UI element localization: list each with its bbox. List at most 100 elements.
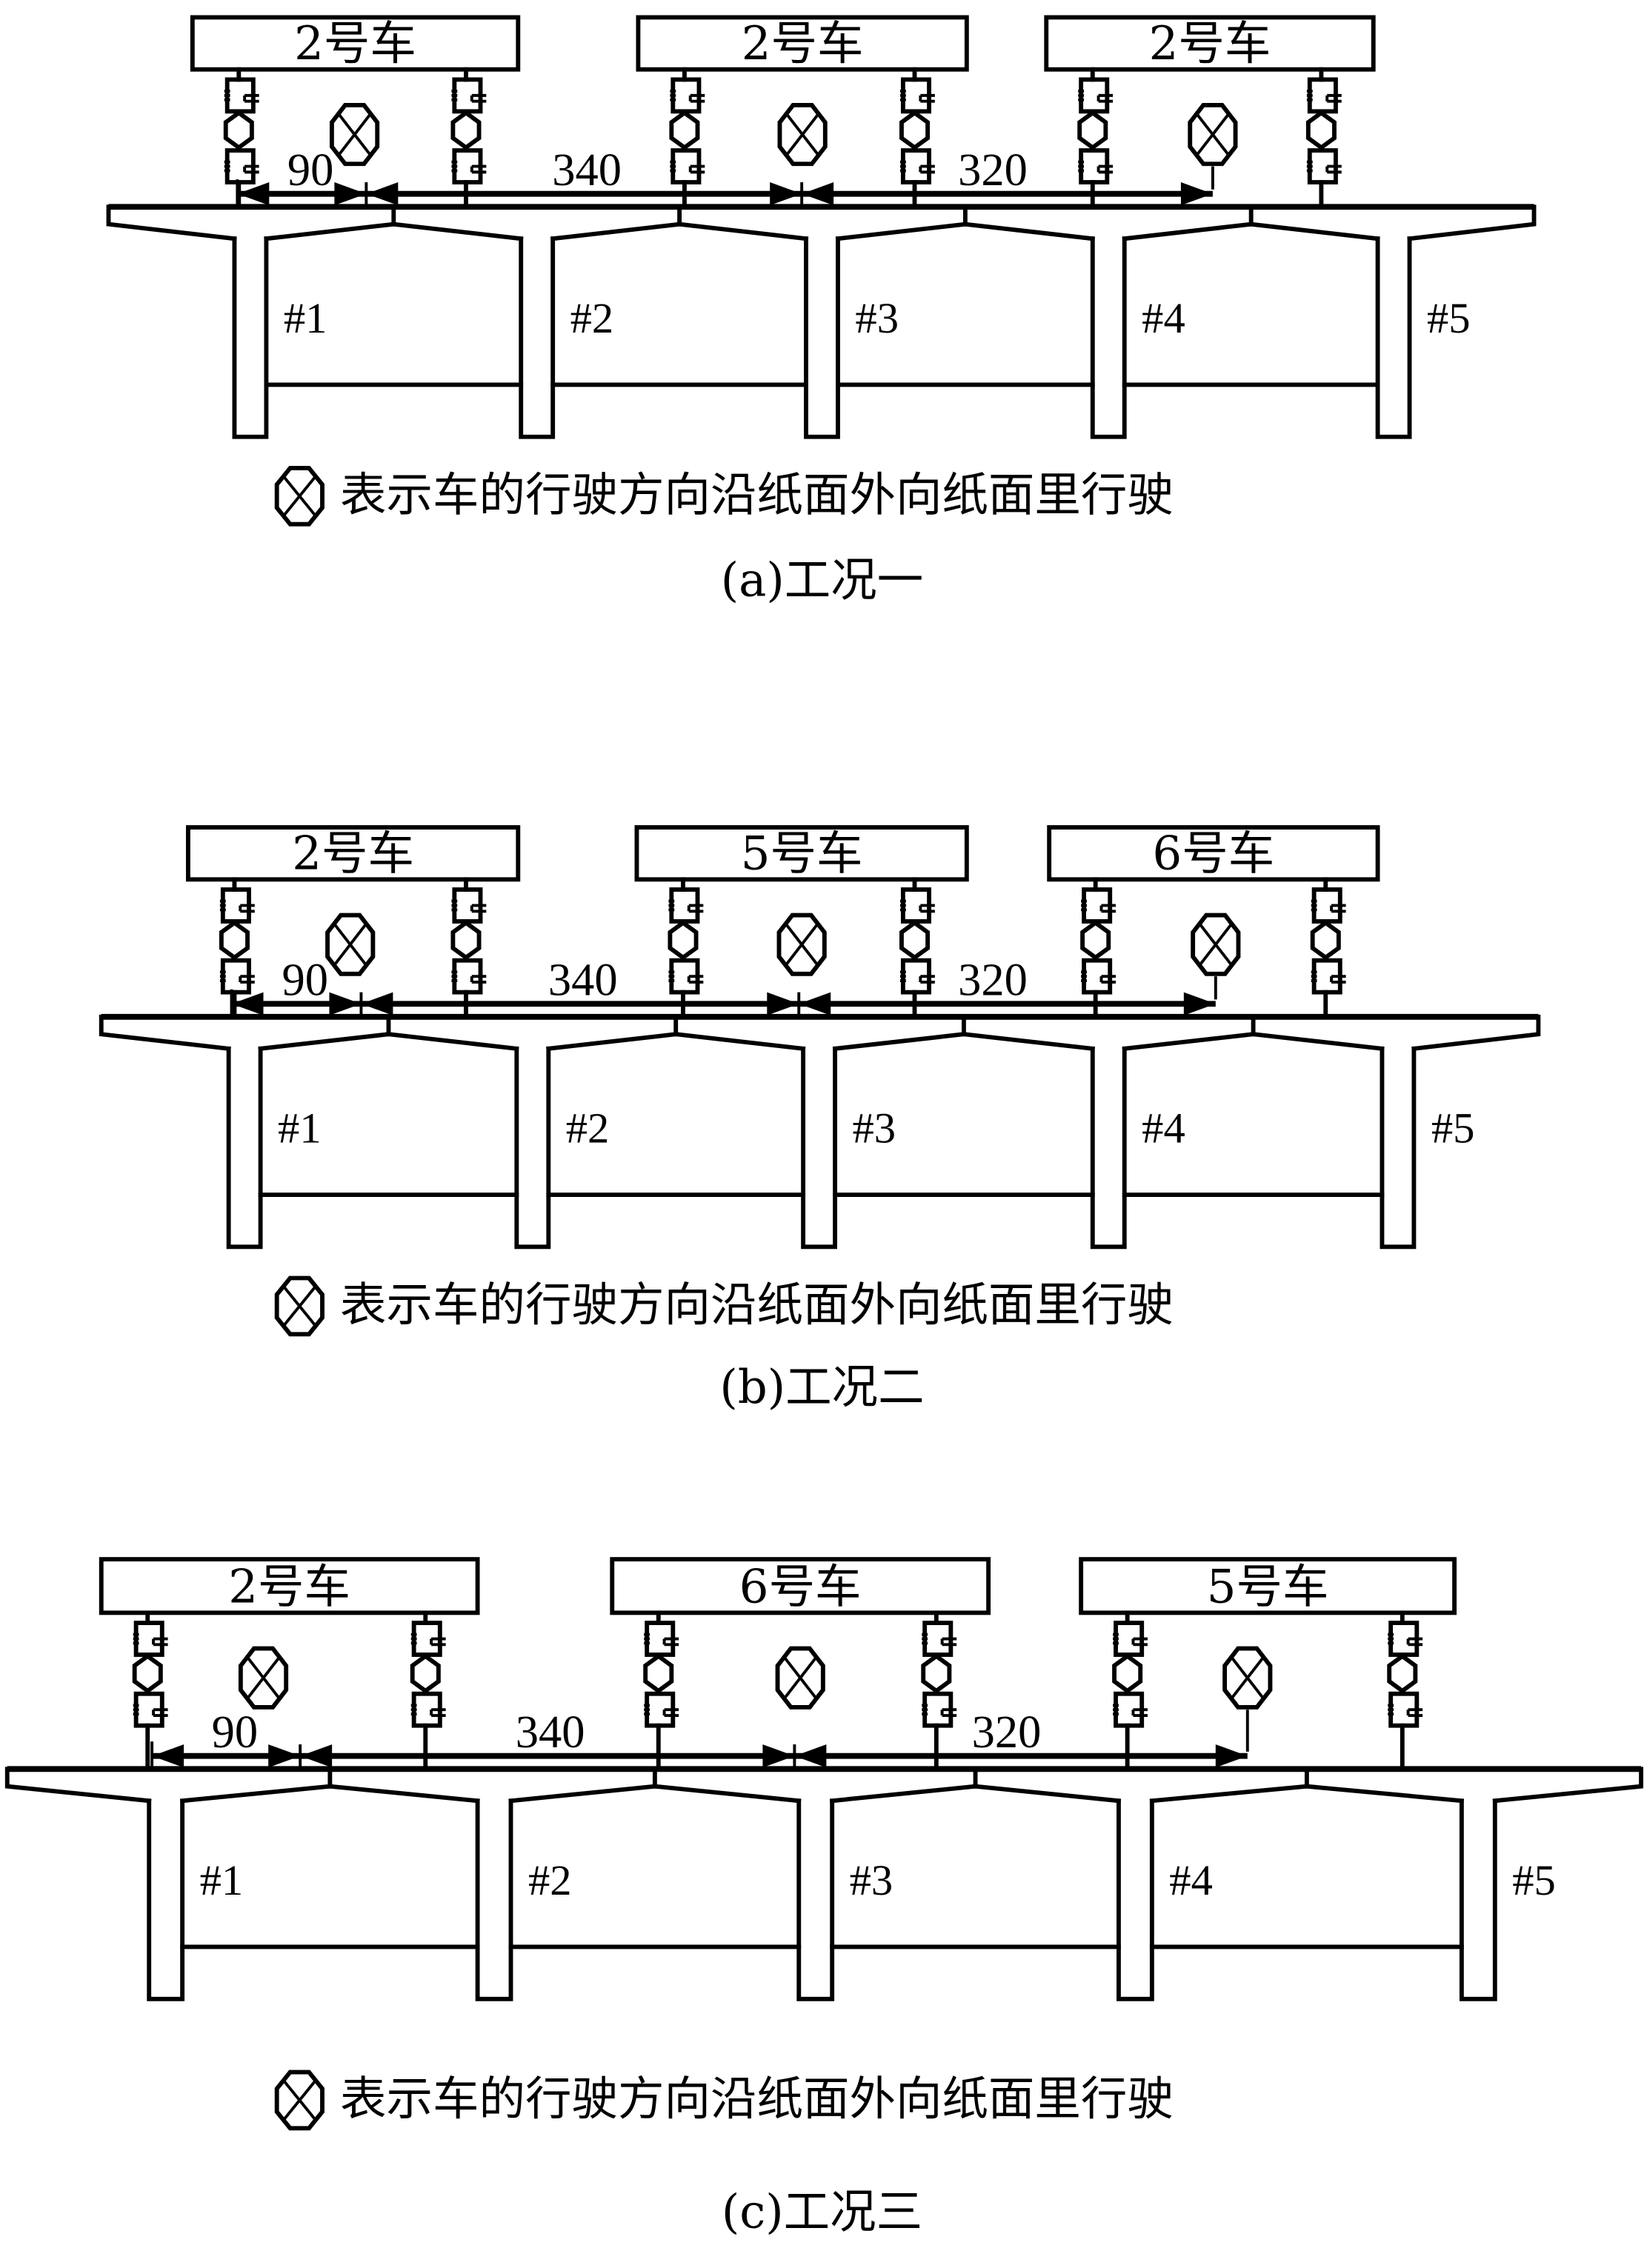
direction-into-page-icon <box>1188 103 1238 167</box>
arrowhead-right <box>1215 1744 1248 1768</box>
octagon-outline <box>1188 103 1238 167</box>
arrowhead-right <box>1183 992 1216 1015</box>
spring-coil <box>1311 979 1317 982</box>
spring-coil <box>670 169 676 173</box>
damper-symbol <box>470 90 487 104</box>
wheel-mass-icon <box>219 920 250 961</box>
damper-symbol <box>430 1632 446 1648</box>
wheel-mass-icon <box>223 110 254 150</box>
vehicle: 6号车 <box>610 1557 991 1772</box>
direction-into-page-icon <box>1222 1646 1273 1710</box>
legend: 表示车的行驶方向沿纸面外向纸面里行驶 <box>274 465 1174 527</box>
legend: 表示车的行驶方向沿纸面外向纸面里行驶 <box>274 1275 1174 1337</box>
damper-symbol <box>1330 970 1346 985</box>
vehicle-label: 2号车 <box>742 16 864 70</box>
damper-symbol <box>919 160 935 176</box>
wheel-mass-icon <box>1310 920 1341 961</box>
damper-symbol <box>1096 160 1114 176</box>
girder-label: #5 <box>1431 1104 1475 1153</box>
vehicle-body <box>1044 15 1376 72</box>
girder-label: #4 <box>1169 1856 1213 1904</box>
upper-spring-damper <box>1078 77 1114 114</box>
dimension-label: 340 <box>548 954 618 1006</box>
spring-coil <box>224 90 230 93</box>
wheel-mass-icon <box>1112 1653 1143 1694</box>
damper-symbol <box>239 899 255 915</box>
dimension-label: 340 <box>516 1706 585 1758</box>
wheel-mass-icon <box>668 920 699 961</box>
girder-label: #5 <box>1512 1856 1556 1904</box>
spring-coil <box>644 1637 650 1641</box>
cross-stroke <box>785 112 821 158</box>
girder: #5 <box>1459 1798 1556 2001</box>
direction-into-page-icon <box>1191 913 1241 976</box>
octagon-outline <box>274 1275 325 1337</box>
wheel-mass-icon <box>1387 1653 1418 1694</box>
cantilever-flange <box>1492 1767 1644 1804</box>
girder-label: #1 <box>200 1856 244 1904</box>
wheel-mass-icon <box>132 1653 163 1694</box>
damper-symbol <box>470 970 487 985</box>
spring-coil <box>670 164 676 168</box>
girder-label: #1 <box>284 294 327 342</box>
spring-coil <box>219 970 226 974</box>
spring-coil <box>668 908 675 912</box>
vehicle-label: 5号车 <box>741 827 863 881</box>
girder-label: #3 <box>850 1856 893 1904</box>
spring-coil <box>1081 979 1087 982</box>
girder-label: #3 <box>853 1104 896 1153</box>
spring-coil <box>670 93 676 97</box>
spring-coil <box>1113 1712 1119 1716</box>
spring-coil <box>451 908 458 912</box>
lower-spring-damper <box>1388 1691 1423 1728</box>
spring-coil <box>1113 1708 1119 1712</box>
octagon-outline <box>274 465 325 527</box>
upper-spring-damper <box>899 887 935 924</box>
spring-coil <box>451 979 458 982</box>
spring-coil <box>668 970 675 974</box>
spring-coil <box>1081 975 1087 978</box>
arrowhead-left <box>366 182 399 206</box>
damper-symbol <box>470 899 487 915</box>
spring-coil <box>224 169 230 173</box>
direction-into-page-icon <box>775 1646 825 1710</box>
spring-coil <box>1081 908 1087 912</box>
lower-spring-damper <box>1081 958 1116 995</box>
girder: #3 <box>796 1798 893 2001</box>
damper-symbol <box>687 899 704 915</box>
spring-coil <box>922 1712 928 1716</box>
spring-coil <box>224 164 230 168</box>
arrowhead-left <box>152 1744 184 1768</box>
girder: #4 <box>1090 236 1185 439</box>
spring-coil <box>451 899 458 903</box>
arrowhead-left <box>802 182 834 206</box>
spring-coil <box>1311 908 1317 912</box>
panel-caption: (c)工况三 <box>722 2184 922 2238</box>
dimension-label: 320 <box>958 144 1028 196</box>
spring-coil <box>1113 1637 1119 1641</box>
spring-coil <box>451 975 458 978</box>
spring-coil <box>668 975 675 978</box>
vehicle-label: 5号车 <box>1207 1560 1329 1614</box>
spring-coil <box>670 90 676 93</box>
arrowhead-left <box>231 992 264 1015</box>
suspension-assembly <box>1112 1610 1148 1772</box>
suspension-assembly <box>450 877 487 1019</box>
damper-symbol <box>152 1632 168 1648</box>
direction-into-page-icon <box>329 103 380 167</box>
upper-spring-damper <box>410 1621 446 1657</box>
spring-coil <box>899 904 906 907</box>
upper-spring-damper <box>1113 1621 1148 1657</box>
spring-coil <box>899 169 906 173</box>
spring-coil <box>1388 1641 1394 1645</box>
direction-into-page-icon <box>777 103 828 167</box>
lower-spring-damper <box>668 958 704 995</box>
spring-coil <box>1306 169 1313 173</box>
cantilever-flange <box>99 1014 231 1052</box>
spring-coil <box>1078 90 1085 93</box>
spring-coil <box>899 970 906 974</box>
spring-coil <box>410 1632 417 1636</box>
girder: #2 <box>519 236 613 439</box>
damper-symbol <box>919 899 935 915</box>
